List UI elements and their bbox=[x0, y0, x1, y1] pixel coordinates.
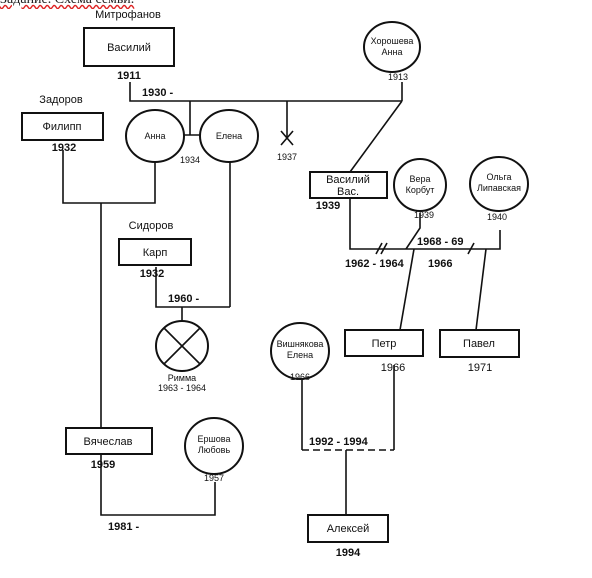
vera-name-line2: Корбут bbox=[406, 185, 435, 195]
rimma-deceased-cross-icon bbox=[163, 327, 201, 365]
vera-name-line1: Вера bbox=[409, 174, 430, 184]
line-zadorov-down bbox=[62, 150, 156, 204]
person-zadorov: Задоров Филипп 1932 bbox=[21, 94, 104, 154]
vera-year: 1939 bbox=[414, 210, 434, 220]
marriage-label-vas-olga-1966: 1966 bbox=[428, 258, 452, 270]
marriage-label-petr-vishnyakova: 1992 - 1994 bbox=[309, 436, 369, 448]
death-label-1937: 1937 bbox=[277, 152, 297, 162]
khorosheva-name-line1: Хорошева bbox=[371, 36, 414, 46]
line-sidorov-marriage bbox=[155, 267, 230, 308]
elena-circle bbox=[199, 109, 259, 163]
vishnyakova-circle bbox=[270, 322, 330, 380]
khorosheva-circle bbox=[363, 21, 421, 73]
person-aleksey: Алексей 1994 bbox=[307, 514, 389, 559]
khorosheva-year: 1913 bbox=[388, 72, 408, 82]
sidorov-name: Карп bbox=[143, 247, 168, 259]
olga-circle bbox=[469, 156, 529, 212]
sidorov-box bbox=[118, 238, 192, 266]
person-pavel: Павел 1971 bbox=[439, 329, 520, 374]
person-anna: Анна bbox=[125, 109, 185, 163]
mitrofanov-year: 1911 bbox=[117, 70, 141, 82]
ershova-year: 1957 bbox=[204, 473, 224, 483]
header-fragment: Задание. Схема семьи. bbox=[0, 0, 140, 9]
line-vyacheslav-down bbox=[100, 451, 216, 516]
person-sidorov: Сидоров Карп 1932 bbox=[118, 220, 192, 280]
marriage-label-mitrofanov: 1930 - bbox=[142, 87, 174, 99]
mitrofanov-box bbox=[83, 27, 175, 67]
marriage-label-vas-vera: 1962 - 1964 bbox=[345, 258, 405, 270]
aleksey-box bbox=[307, 514, 389, 543]
ershova-name-line1: Ершова bbox=[198, 434, 231, 444]
olga-year: 1940 bbox=[487, 212, 507, 222]
line-vasiliy-vas-down bbox=[349, 198, 501, 250]
elena-name: Елена bbox=[216, 131, 242, 141]
ershova-circle bbox=[184, 417, 244, 475]
rimma-name: Римма bbox=[168, 373, 196, 383]
petr-year: 1966 bbox=[381, 362, 405, 374]
aleksey-name: Алексей bbox=[327, 523, 370, 535]
ershova-name-line2: Любовь bbox=[198, 445, 231, 455]
petr-name: Петр bbox=[372, 338, 397, 350]
death-cross-icon bbox=[280, 130, 294, 146]
marriage-label-sidorov-elena: 1960 - bbox=[168, 293, 200, 305]
mitrofanov-surname: Митрофанов bbox=[95, 9, 161, 21]
vishnyakova-name-line2: Елена bbox=[287, 350, 313, 360]
mitrofanov-name: Василий bbox=[107, 42, 151, 54]
vyacheslav-year: 1959 bbox=[91, 459, 115, 471]
person-elena: Елена bbox=[199, 109, 259, 163]
person-vishnyakova: Вишнякова Елена 1966 bbox=[270, 322, 330, 382]
sidorov-year: 1932 bbox=[140, 268, 164, 280]
sidorov-surname: Сидоров bbox=[129, 220, 174, 232]
petr-box bbox=[344, 329, 424, 357]
divorce-mark-1 bbox=[375, 242, 388, 255]
line-olga-to-pavel bbox=[475, 248, 487, 331]
zadorov-year: 1932 bbox=[52, 142, 76, 154]
person-vera-korbut: Вера Корбут 1939 bbox=[393, 158, 447, 220]
zadorov-name: Филипп bbox=[43, 121, 82, 133]
vasiliy-vas-year: 1939 bbox=[316, 200, 340, 212]
rimma-years: 1963 - 1964 bbox=[158, 383, 206, 393]
marriage-labels: 1930 - 1934 1937 1962 - 1964 1968 - 69 1… bbox=[108, 87, 463, 533]
anna-name: Анна bbox=[145, 131, 166, 141]
vera-circle bbox=[393, 158, 447, 212]
vasiliy-vas-box bbox=[309, 171, 388, 199]
line-mitrofanov-down bbox=[129, 82, 402, 102]
connection-lines bbox=[62, 82, 501, 516]
person-vasiliy-vas: Василий Вас. 1939 bbox=[309, 171, 388, 212]
pavel-name: Павел bbox=[463, 338, 495, 350]
khorosheva-name-line2: Анна bbox=[382, 47, 403, 57]
person-olga-lipavskaya: Ольга Липавская 1940 bbox=[469, 156, 529, 222]
person-petr: Петр 1966 bbox=[344, 329, 424, 374]
marriage-label-anna-elena: 1934 bbox=[180, 155, 200, 165]
aleksey-year: 1994 bbox=[336, 547, 361, 559]
pavel-year: 1971 bbox=[468, 362, 492, 374]
vasiliy-vas-name-line1: Василий bbox=[326, 174, 370, 186]
header-fragment-text: Задание. Схема семьи. bbox=[0, 0, 134, 9]
zadorov-box bbox=[21, 112, 104, 141]
olga-name-line1: Ольга bbox=[487, 172, 512, 182]
pavel-box bbox=[439, 329, 520, 358]
line-khorosheva-to-vasiliy bbox=[349, 100, 403, 173]
anna-circle bbox=[125, 109, 185, 163]
line-vera-to-petr bbox=[399, 248, 415, 331]
person-rimma: Римма 1963 - 1964 bbox=[155, 320, 209, 393]
person-ershova: Ершова Любовь 1957 bbox=[184, 417, 244, 483]
vasiliy-vas-name-line2: Вас. bbox=[337, 186, 359, 198]
vishnyakova-name-line1: Вишнякова bbox=[277, 339, 324, 349]
person-vyacheslav: Вячеслав 1959 bbox=[65, 427, 153, 471]
person-mitrofanov: Митрофанов Василий 1911 bbox=[83, 9, 175, 82]
vyacheslav-name: Вячеслав bbox=[84, 436, 133, 448]
vyacheslav-box bbox=[65, 427, 153, 455]
person-khorosheva: Хорошева Анна 1913 bbox=[363, 21, 421, 82]
marriage-label-vas-olga-1968: 1968 - 69 bbox=[417, 236, 463, 248]
zadorov-surname: Задоров bbox=[39, 94, 83, 106]
marriage-label-vyacheslav-ershova: 1981 - bbox=[108, 521, 140, 533]
divorce-mark-2 bbox=[467, 242, 475, 255]
vishnyakova-year: 1966 bbox=[290, 372, 310, 382]
line-vera-down bbox=[405, 213, 421, 250]
olga-name-line2: Липавская bbox=[477, 183, 521, 193]
